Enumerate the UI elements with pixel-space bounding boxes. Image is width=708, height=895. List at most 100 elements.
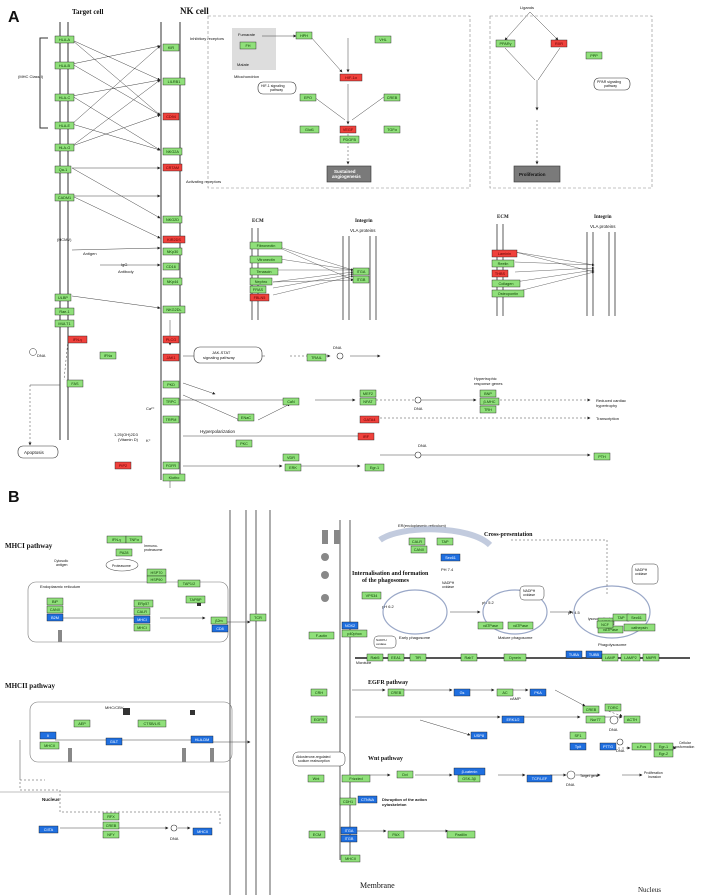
b-node-box: [102, 821, 120, 830]
b-node-m6pr: M6PR: [642, 653, 660, 662]
b-node-box: [569, 731, 587, 740]
a-node-box: [114, 461, 132, 470]
a-node-label: CaN: [287, 400, 295, 404]
ligand-receptor-arrows: [71, 39, 161, 310]
a-node-label: ITGA: [357, 270, 366, 274]
b-node-box: [38, 825, 59, 834]
b-node-label: PAX: [392, 833, 400, 837]
a-node-box: [162, 247, 183, 256]
er-box-mhcii: [29, 701, 233, 763]
a-node-box: [339, 73, 363, 82]
b-node-aep: AEP: [73, 719, 91, 728]
a-node-label: HLA-E: [59, 124, 71, 128]
a-node-box: [162, 335, 180, 344]
b-node-dynein: Dynein: [503, 653, 527, 662]
a-node-vdr: VDR: [282, 453, 300, 462]
a-node-box: [359, 415, 380, 424]
b-node-box: [339, 797, 357, 806]
a-node-box: [54, 319, 75, 328]
a-node-label: TRPM: [166, 418, 177, 422]
b-node-mhci: MHCI: [133, 623, 151, 632]
b-node-label: β2m: [215, 619, 222, 623]
a-node-fas: FAS: [66, 379, 84, 388]
b-node-box: [102, 830, 120, 839]
b-node-nur77: Nur77: [585, 715, 606, 724]
a-node-lilrb1: LILRB1: [162, 77, 186, 86]
immunoproteasome-label: Immuno-proteasome: [144, 544, 163, 552]
b-node-label: NOX2: [345, 624, 355, 628]
a-node-nkg2a: NKG2A: [162, 147, 183, 156]
a-node-can: CaN: [282, 397, 300, 406]
b-node-label: CIITA: [44, 828, 54, 832]
a-node-label: CADM1: [58, 196, 71, 200]
b-node-label: CTNNA: [361, 798, 375, 802]
b-node-box: [361, 591, 382, 600]
b-node-b2m: B2M: [46, 613, 64, 622]
a-node-label: NKG2D: [166, 218, 179, 222]
a-node-label: Fibronectin: [257, 244, 276, 248]
b-node-calr: CALR: [408, 537, 426, 546]
b-node-ecm: ECM: [308, 830, 326, 839]
b-node-box: [446, 830, 476, 839]
er-box-mhci: [27, 581, 229, 643]
a-node-box: [162, 163, 183, 172]
b-node-label: CD8: [216, 627, 224, 631]
b-node-box: [185, 595, 206, 604]
b-node-mhcii: MHCII: [340, 854, 361, 863]
a-node-box: [383, 125, 401, 134]
target-cell-title: Target cell: [72, 8, 103, 16]
b-node-label: LAMP: [605, 656, 616, 660]
b-node-ctnna: CTNNA: [357, 795, 378, 804]
a-node-box: [162, 380, 180, 389]
a-node-box: [374, 35, 392, 44]
a-node-label: ITGB: [357, 278, 366, 282]
cross-presentation-label: Cross-presentation: [484, 532, 533, 538]
a-node-box: [249, 267, 279, 276]
b-node-box: [310, 715, 328, 724]
b-node-label: vATPase: [603, 628, 618, 632]
b-node-tnf-: TNFα: [125, 535, 143, 544]
a-node-label: BNP: [484, 392, 492, 396]
b-node-label: GSK-3β: [462, 777, 476, 781]
b-node-label: c-Fos: [637, 745, 647, 749]
b-node-box: [653, 749, 674, 758]
b-node-box: [340, 854, 361, 863]
a-node-itga: ITGA: [352, 267, 370, 276]
nucleus-label-b: Nucleus: [638, 886, 661, 894]
b-node-box: [46, 605, 64, 614]
b-node-box: [503, 653, 527, 662]
a-node-mult1: MULT1: [54, 319, 75, 328]
a-node-box: [491, 289, 525, 298]
b-node-label: EGFR: [314, 718, 325, 722]
b-node-box: [408, 537, 426, 546]
ecm1-label: ECM: [252, 219, 264, 224]
a-node-hla-c: HLA-C: [54, 93, 75, 102]
b-node-tap: TAP: [612, 613, 630, 622]
b-node-box: [39, 731, 57, 740]
a-node-box: [383, 93, 401, 102]
b-node-label: CREB: [391, 691, 402, 695]
vla1-label: VLA proteins: [350, 228, 376, 233]
a-node-box: [162, 473, 186, 482]
b-node-label: cathepsin: [631, 626, 647, 630]
b-node-creb: CREB: [102, 821, 120, 830]
b-node-label: PKA: [534, 691, 542, 695]
a-node-label: TRAIL: [311, 356, 322, 360]
b-node-label: Wnt: [313, 777, 321, 781]
a-node-fbln5: FBLN5: [249, 293, 270, 302]
b-node-tpit: Tpit: [569, 742, 587, 751]
a-node-box: [54, 61, 75, 70]
b-node-label: HSP70: [150, 571, 162, 575]
a-node-fibronectin: Fibronectin: [249, 241, 283, 250]
a-node-label: PPARγ: [500, 42, 512, 46]
b-node-label: CDH1: [343, 800, 353, 804]
a-node-reelin: Reelin: [491, 259, 515, 268]
a-node-hla-b: HLA-B: [54, 61, 75, 70]
a-node-ifn-: IFNα: [99, 351, 117, 360]
b-node-label: CANX: [50, 608, 61, 612]
dna-label-a1: DNA: [37, 353, 46, 358]
a-node-hif-1-: HIF-1α: [339, 73, 363, 82]
b-node-wnt: Wnt: [307, 774, 325, 783]
